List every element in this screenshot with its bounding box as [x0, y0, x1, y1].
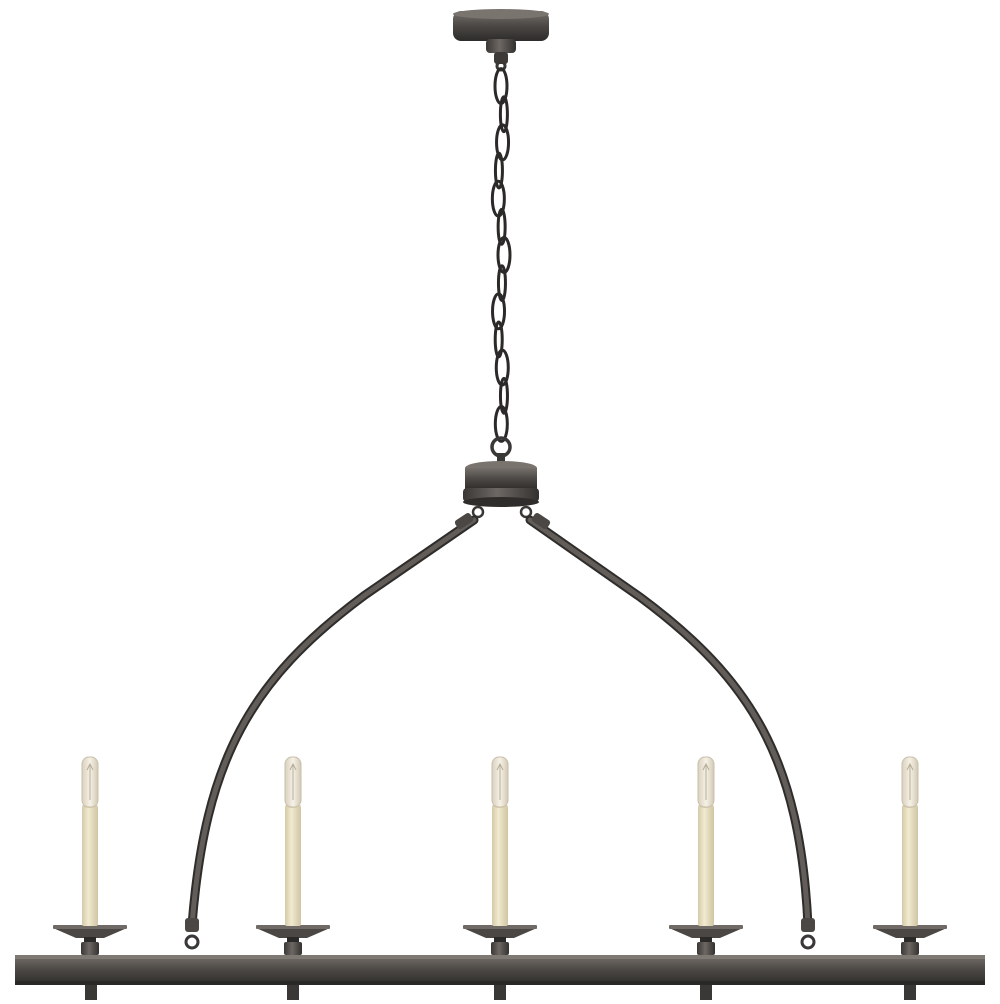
- chain-link: [493, 151, 504, 190]
- candle: [256, 756, 330, 955]
- base-bar: [15, 955, 985, 1000]
- chain-link: [491, 292, 507, 331]
- chain-hook: [490, 436, 512, 465]
- ceiling-canopy: [453, 9, 549, 72]
- support-arms: [184, 513, 816, 950]
- candle: [669, 756, 743, 955]
- candle: [53, 756, 127, 955]
- center-hub: [463, 461, 539, 519]
- candle-arms: [53, 756, 947, 955]
- chain-link: [493, 404, 509, 443]
- hanging-chain: [490, 67, 512, 443]
- candle: [463, 756, 537, 955]
- chain-link: [498, 95, 509, 134]
- chain-link: [496, 207, 507, 246]
- candle: [873, 756, 947, 955]
- chain-link: [498, 376, 509, 415]
